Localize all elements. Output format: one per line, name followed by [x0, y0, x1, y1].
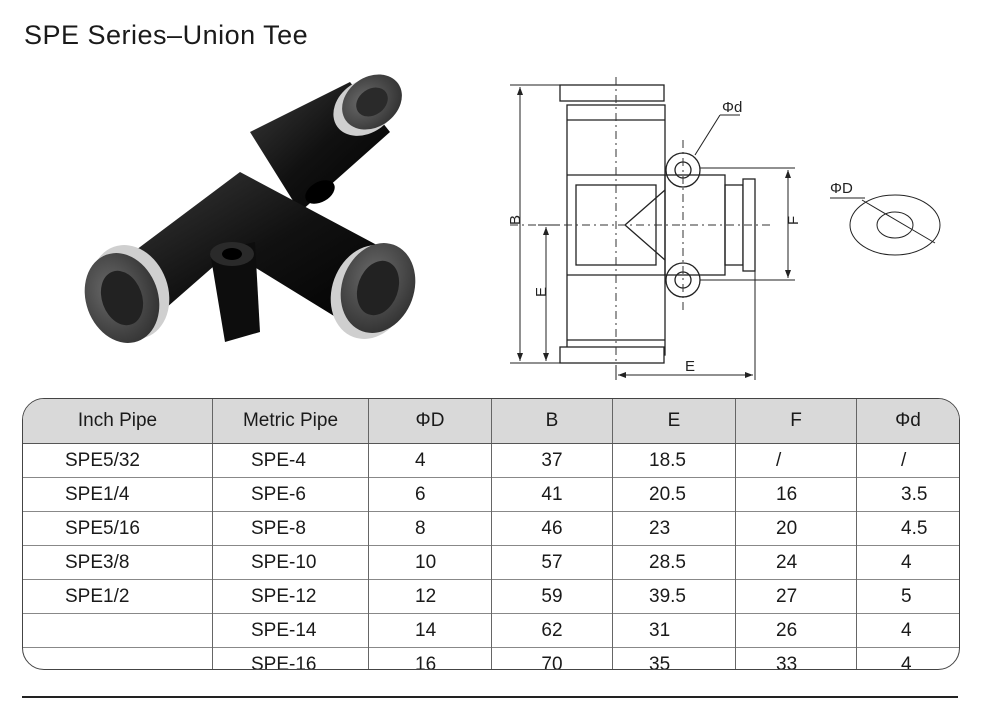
cell-metric-pipe: SPE-4: [212, 443, 369, 478]
cell-b: 70: [491, 647, 613, 669]
cell-phi-d-large: 14: [368, 613, 492, 648]
label-b: B: [507, 215, 524, 225]
union-tee-photo: [84, 74, 416, 343]
cell-phi-d-small: 4.5: [856, 511, 959, 546]
cell-phi-d-large: 8: [368, 511, 492, 546]
header-inch-pipe: Inch Pipe: [23, 399, 213, 444]
cell-phi-d-small: 4: [856, 613, 959, 648]
cell-e: 35: [612, 647, 736, 669]
cell-phi-d-small: 4: [856, 545, 959, 580]
cell-inch-pipe: SPE5/32: [65, 449, 140, 471]
cell-metric-pipe: SPE-12: [212, 579, 369, 614]
label-f: F: [785, 216, 802, 225]
cell-e: 28.5: [612, 545, 736, 580]
dimension-drawing: B E F E Φd ΦD: [507, 77, 941, 380]
cell-metric-pipe: SPE-8: [212, 511, 369, 546]
cell-inch-pipe: [23, 647, 213, 669]
cell-e: 18.5: [612, 443, 736, 478]
table-row: SPE5/16 SPE-8 8 46 23 20 4.5: [23, 511, 959, 546]
cell-f: 20: [735, 511, 857, 546]
header-metric-pipe: Metric Pipe: [212, 399, 369, 444]
top-branch: [250, 74, 402, 212]
label-e-vertical: E: [533, 287, 550, 297]
header-f: F: [735, 399, 857, 444]
cell-f: 26: [735, 613, 857, 648]
cell-phi-d-large: 6: [368, 477, 492, 512]
header-b: B: [491, 399, 613, 444]
cell-f: 27: [735, 579, 857, 614]
cell-metric-pipe: SPE-10: [212, 545, 369, 580]
cell-phi-d-large: 16: [368, 647, 492, 669]
cell-b: 41: [491, 477, 613, 512]
cell-b: 57: [491, 545, 613, 580]
header-phi-d-small: Φd: [856, 399, 959, 444]
cell-e: 31: [612, 613, 736, 648]
label-phi-d-large: ΦD: [830, 180, 853, 197]
cell-phi-d-large: 12: [368, 579, 492, 614]
table-row: SPE-14 14 62 31 26 4: [23, 613, 959, 648]
cell-inch-pipe: SPE1/2: [23, 579, 213, 614]
main-run: [84, 172, 416, 343]
cell-e: 20.5: [612, 477, 736, 512]
cell-e: 23: [612, 511, 736, 546]
cell-f: 24: [735, 545, 857, 580]
cell-metric-pipe: SPE-6: [212, 477, 369, 512]
header-phi-d-large: ΦD: [368, 399, 492, 444]
cell-inch-pipe: SPE1/4: [23, 477, 213, 512]
cell-f: 16: [735, 477, 857, 512]
cell-b: 46: [491, 511, 613, 546]
cell-f: /: [735, 443, 857, 478]
table-row: SPE-16 16 70 35 33 4: [23, 647, 959, 669]
spec-table-container: Inch Pipe Metric Pipe ΦD B E F Φd SPE5/3…: [22, 398, 960, 670]
cell-b: 37: [491, 443, 613, 478]
cell-phi-d-small: 3.5: [856, 477, 959, 512]
table-row: SPE1/4 SPE-6 6 41 20.5 16 3.5: [23, 477, 959, 512]
spec-table: Inch Pipe Metric Pipe ΦD B E F Φd SPE5/3…: [23, 399, 959, 669]
cell-phi-d-small: 4: [856, 647, 959, 669]
cell-phi-d-large: 10: [368, 545, 492, 580]
label-e-horizontal: E: [685, 358, 695, 375]
cell-b: 62: [491, 613, 613, 648]
table-header-row: Inch Pipe Metric Pipe ΦD B E F Φd: [23, 399, 959, 444]
table-row: SPE5/32 SPE-4 4 37 18.5 / /: [23, 443, 959, 478]
bottom-divider: [22, 696, 958, 698]
cell-b: 59: [491, 579, 613, 614]
cell-phi-d-large: 4: [368, 443, 492, 478]
cell-inch-pipe: SPE3/8: [23, 545, 213, 580]
cell-f: 33: [735, 647, 857, 669]
cell-phi-d-small: /: [856, 443, 959, 478]
cell-phi-d-small: 5: [856, 579, 959, 614]
cell-metric-pipe: SPE-14: [212, 613, 369, 648]
page-title: SPE Series–Union Tee: [24, 20, 309, 50]
table-row: SPE1/2 SPE-12 12 59 39.5 27 5: [23, 579, 959, 614]
label-phi-d-small: Φd: [722, 99, 742, 116]
header-e: E: [612, 399, 736, 444]
cell-e: 39.5: [612, 579, 736, 614]
table-row: SPE3/8 SPE-10 10 57 28.5 24 4: [23, 545, 959, 580]
cell-inch-pipe: SPE5/16: [23, 511, 213, 546]
cell-inch-pipe: [23, 613, 213, 648]
cell-metric-pipe: SPE-16: [212, 647, 369, 669]
